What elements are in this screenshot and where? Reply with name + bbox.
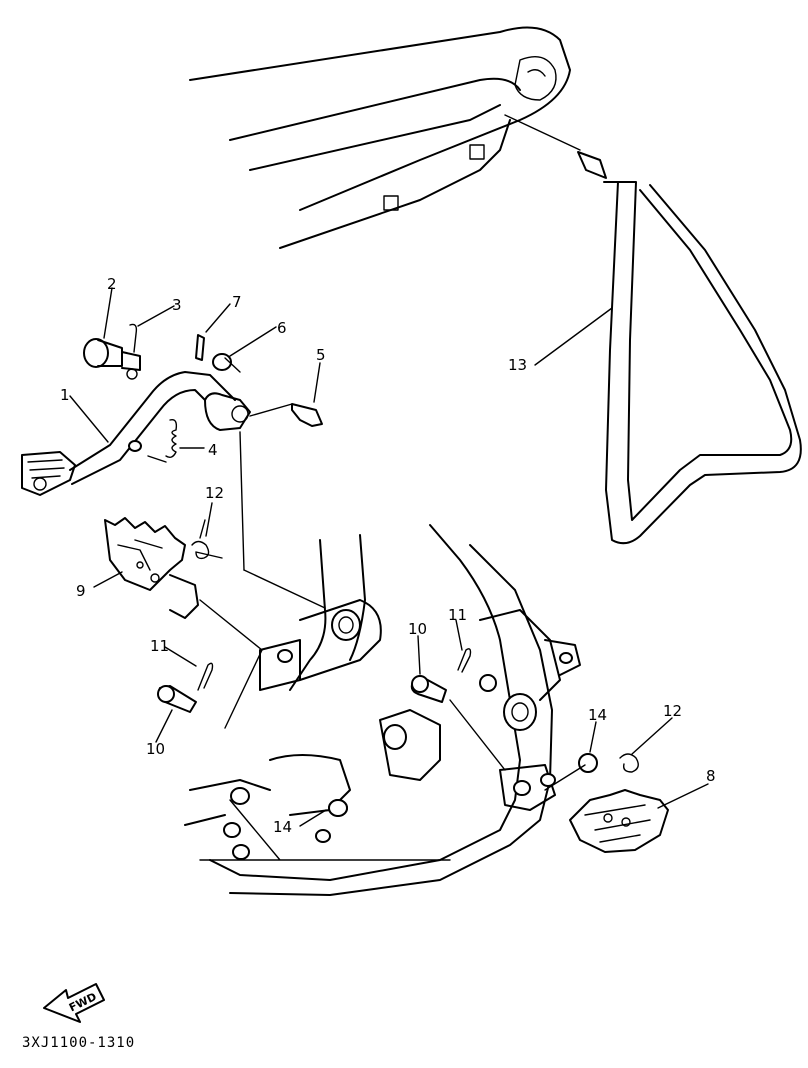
callout-13: 13 xyxy=(508,356,527,374)
pedal-hardware xyxy=(195,334,323,431)
callout-11-left: 11 xyxy=(150,637,169,655)
return-spring xyxy=(147,419,178,463)
callout-8: 8 xyxy=(706,767,716,785)
footrest-left xyxy=(104,517,223,619)
footrest-right xyxy=(328,753,669,853)
callout-3: 3 xyxy=(172,296,182,314)
fwd-arrow-icon xyxy=(43,983,105,1023)
callout-12-left: 12 xyxy=(205,484,224,502)
callout-14-left: 14 xyxy=(273,818,292,836)
callout-1: 1 xyxy=(60,386,70,404)
rear-frame xyxy=(189,26,571,249)
leader-lines xyxy=(69,287,709,827)
callout-6: 6 xyxy=(277,319,287,337)
callout-4: 4 xyxy=(208,441,218,459)
callout-2: 2 xyxy=(107,275,117,293)
side-stand xyxy=(504,114,802,545)
fwd-arrow: FWD xyxy=(43,983,105,1023)
callout-labels: 2 3 7 6 5 1 4 12 9 11 10 10 11 13 14 12 … xyxy=(60,275,716,836)
callout-5: 5 xyxy=(316,346,326,364)
main-frame xyxy=(184,524,581,896)
footrest-pins xyxy=(157,648,472,713)
drawing-code: 3XJ1100-1310 xyxy=(22,1035,135,1051)
callout-10-left: 10 xyxy=(146,740,165,758)
callout-7: 7 xyxy=(232,293,242,311)
callout-11-right: 11 xyxy=(448,606,467,624)
callout-9: 9 xyxy=(76,582,86,600)
callout-12-right: 12 xyxy=(663,702,682,720)
callout-10-right: 10 xyxy=(408,620,427,638)
brake-pedal xyxy=(21,371,236,496)
callout-14-right: 14 xyxy=(588,706,607,724)
pivot-shaft xyxy=(83,323,141,380)
